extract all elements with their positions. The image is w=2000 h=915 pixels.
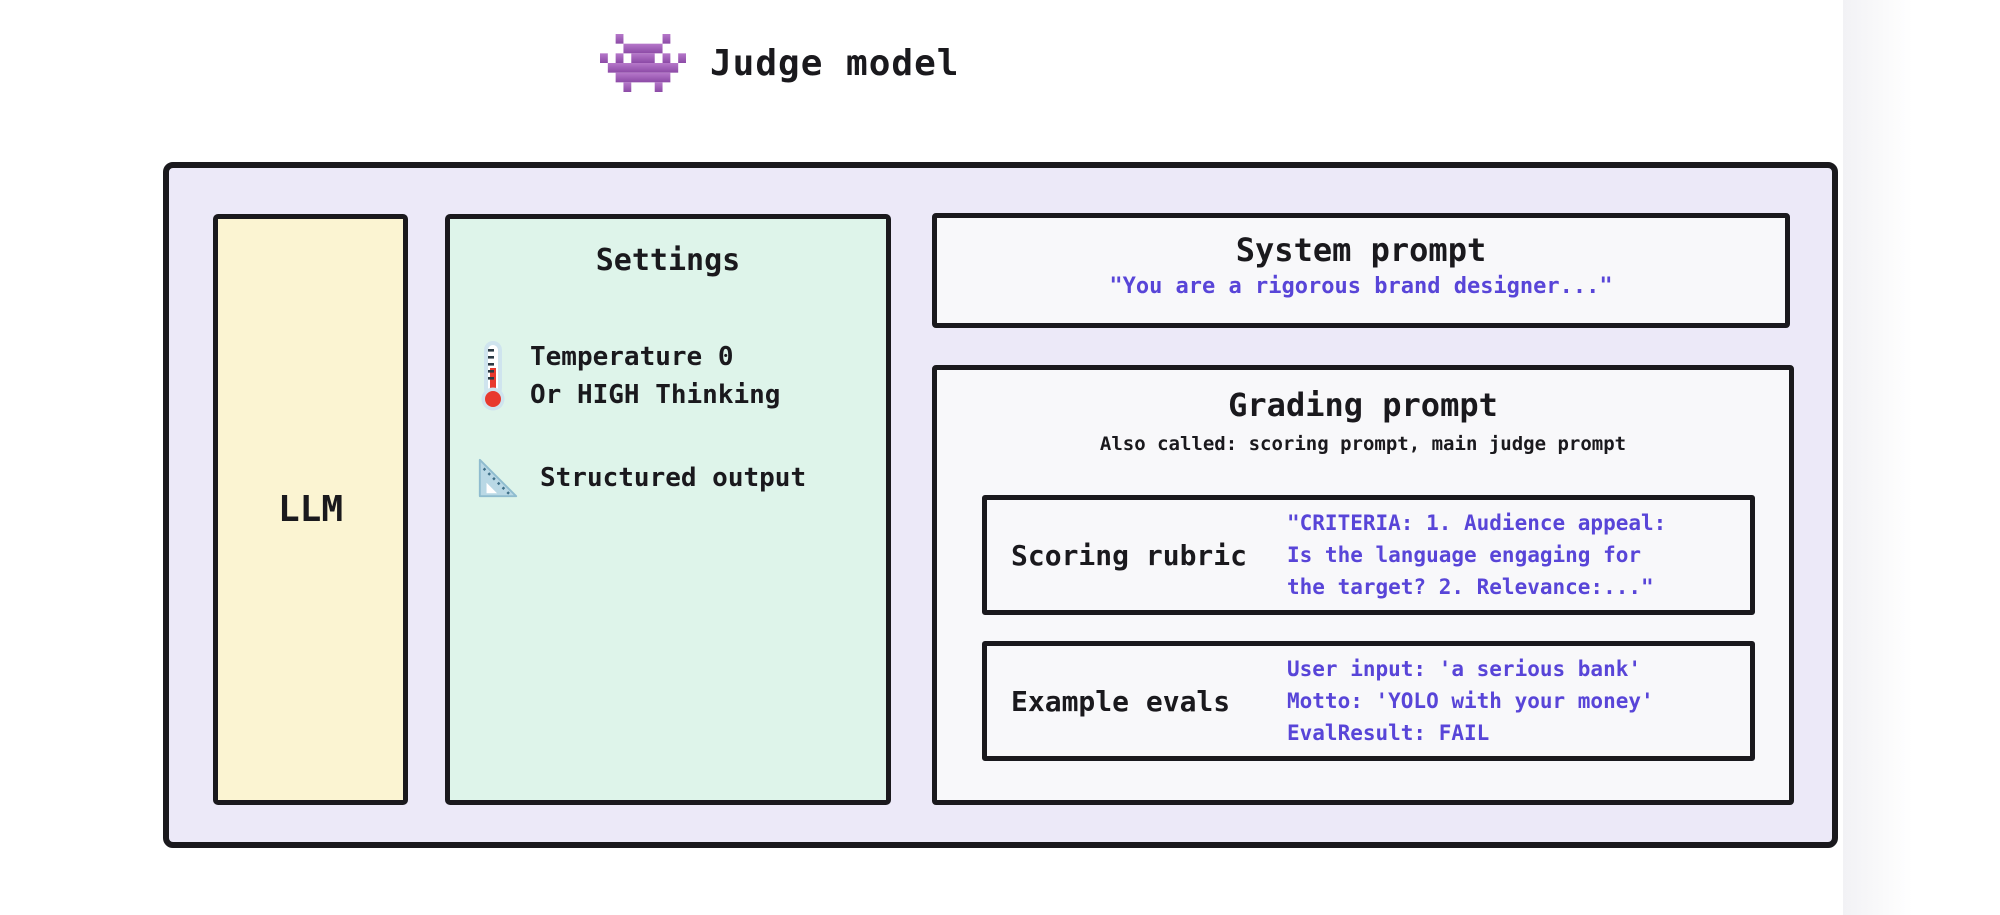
scoring-rubric-text: "CRITERIA: 1. Audience appeal: Is the la… <box>1287 507 1666 603</box>
settings-item-structured-output: Structured output <box>476 456 886 500</box>
example-evals-box: Example evals User input: 'a serious ban… <box>982 641 1755 761</box>
settings-item-line: Structured output <box>540 463 807 493</box>
thermometer-icon <box>481 341 505 411</box>
settings-item-text: Structured output <box>540 459 806 497</box>
scoring-rubric-label: Scoring rubric <box>1011 538 1248 572</box>
llm-box: LLM <box>213 214 408 805</box>
system-prompt-title: System prompt <box>1235 231 1487 269</box>
settings-item-line: Or HIGH Thinking <box>530 380 781 410</box>
llm-label: LLM <box>277 489 344 530</box>
system-prompt-quote: "You are a rigorous brand designer..." <box>1109 274 1613 299</box>
grading-prompt-title: Grading prompt <box>1228 386 1498 424</box>
right-edge-strip <box>1843 0 1913 915</box>
example-evals-text: User input: 'a serious bank' Motto: 'YOL… <box>1287 653 1654 749</box>
judge-title: Judge model <box>600 34 959 92</box>
example-evals-label: Example evals <box>1011 684 1231 718</box>
settings-title: Settings <box>595 243 741 278</box>
triangular-ruler-icon <box>478 458 518 498</box>
rubric-text-line: "CRITERIA: 1. Audience appeal: <box>1287 511 1667 535</box>
evals-text-line: EvalResult: FAIL <box>1287 721 1490 745</box>
evals-text-line: User input: 'a serious bank' <box>1287 657 1642 681</box>
judge-title-label: Judge model <box>710 42 960 84</box>
settings-item-text: Temperature 0 Or HIGH Thinking <box>530 338 780 414</box>
system-prompt-box: System prompt "You are a rigorous brand … <box>932 213 1790 328</box>
settings-box: Settings Temperature 0 Or HIGH Thinking <box>445 214 891 805</box>
grading-prompt-subtitle: Also called: scoring prompt, main judge … <box>1099 433 1627 455</box>
settings-item-line: Temperature 0 <box>530 342 734 372</box>
settings-item-temperature: Temperature 0 Or HIGH Thinking <box>476 338 886 414</box>
rubric-text-line: the target? 2. Relevance:..." <box>1287 575 1654 599</box>
scoring-rubric-box: Scoring rubric "CRITERIA: 1. Audience ap… <box>982 495 1755 615</box>
rubric-text-line: Is the language engaging for <box>1287 543 1642 567</box>
grading-prompt-box: Grading prompt Also called: scoring prom… <box>932 365 1794 805</box>
evals-text-line: Motto: 'YOLO with your money' <box>1287 689 1654 713</box>
space-invader-icon <box>600 34 686 92</box>
